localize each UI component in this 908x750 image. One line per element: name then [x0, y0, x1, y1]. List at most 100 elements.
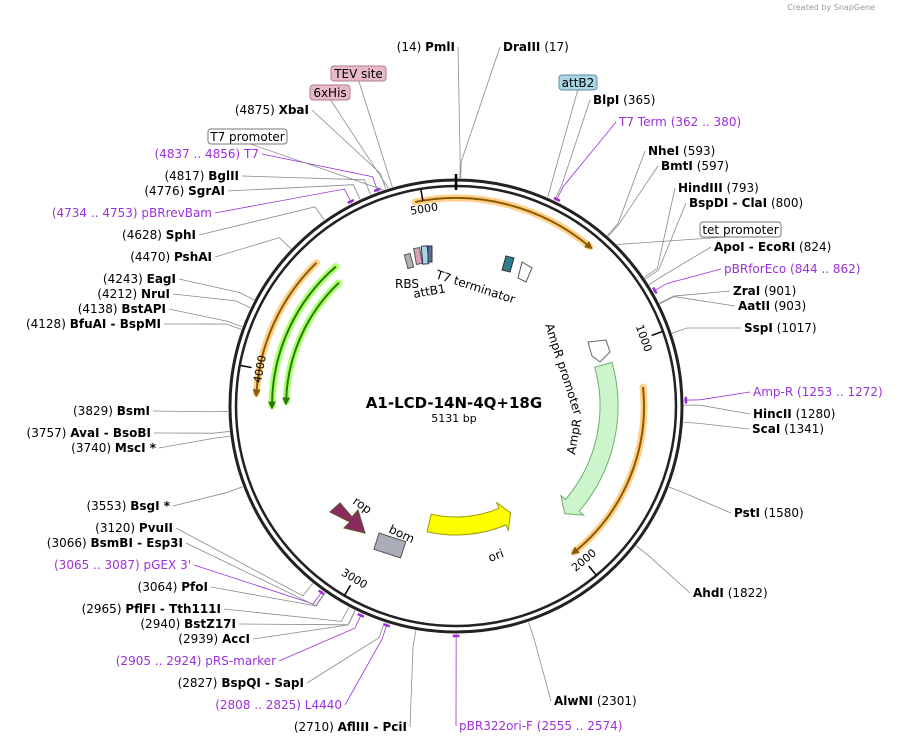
site-label[interactable]: (3829) BsmI: [73, 404, 150, 418]
site-label[interactable]: NheI (593): [648, 144, 715, 158]
feature-box-label: T7 promoter: [209, 130, 285, 144]
leader-line: [643, 187, 676, 278]
leader-line: [163, 323, 242, 330]
leader-line: [645, 202, 687, 280]
leader-line: [158, 435, 231, 449]
ampr-promoter-arrow[interactable]: [587, 339, 611, 363]
tick-label: 5000: [409, 200, 439, 217]
orf-arrow[interactable]: [252, 262, 318, 398]
tick-mark: [420, 188, 424, 201]
site-label[interactable]: (3120) PvuII: [95, 521, 173, 535]
leader-line: [193, 564, 323, 605]
site-label[interactable]: (14) PmlI: [397, 40, 455, 54]
leader-line: [214, 188, 353, 214]
site-label[interactable]: (3740) MscI *: [71, 441, 157, 455]
site-label[interactable]: ScaI (1341): [752, 422, 824, 436]
feature-label: rop: [350, 494, 374, 517]
tick-mark: [588, 565, 598, 576]
site-label[interactable]: (3064) PfoI: [138, 580, 208, 594]
site-label[interactable]: PstI (1580): [734, 506, 804, 520]
leader-line: [683, 404, 751, 415]
site-label[interactable]: pBRforEco (844 .. 862): [724, 262, 860, 276]
site-label[interactable]: (2939) AccI: [178, 632, 250, 646]
site-label[interactable]: (2710) AflIII - PciI: [294, 720, 407, 734]
box-leader: [547, 88, 579, 198]
site-label[interactable]: (4837 .. 4856) T7: [155, 147, 260, 161]
site-labels: (14) PmlI DraIII (17) BlpI (365) T7 Term (3…: [26, 40, 883, 734]
leader-line: [223, 607, 350, 622]
site-label[interactable]: Amp-R (1253 .. 1272): [753, 385, 883, 399]
leader-line: [172, 486, 243, 507]
plasmid-size: 5131 bp: [431, 412, 476, 425]
ori-feature[interactable]: [426, 501, 512, 536]
orf-arrow[interactable]: [571, 386, 645, 555]
leader-line: [659, 290, 731, 304]
site-label[interactable]: (4817) BglII: [164, 169, 239, 183]
leader-line: [528, 622, 552, 702]
attb1-feature[interactable]: [413, 247, 423, 265]
t7-terminator-feature[interactable]: [501, 255, 515, 273]
orf-arrow[interactable]: [415, 197, 593, 250]
site-label[interactable]: AatII (903): [738, 299, 806, 313]
site-label[interactable]: (4243) EagI: [103, 272, 176, 286]
site-label[interactable]: HincII (1280): [753, 407, 835, 421]
feature-box[interactable]: [558, 74, 598, 91]
site-label[interactable]: ZraI (901): [733, 284, 796, 298]
backbone-ring: [228, 174, 684, 634]
site-label[interactable]: ApoI - EcoRI (824): [714, 240, 831, 254]
site-label[interactable]: pBR322ori-F (2555 .. 2574): [459, 719, 622, 733]
rop-feature[interactable]: [329, 502, 366, 534]
site-label[interactable]: (4128) BfuAI - BspMI: [26, 317, 161, 331]
feature-box[interactable]: [207, 128, 288, 145]
tick-label: 4000: [251, 354, 269, 384]
site-label[interactable]: (4875) XbaI: [235, 103, 309, 117]
site-label[interactable]: T7 Term (362 .. 380): [618, 115, 741, 129]
primer-mark: [553, 196, 561, 202]
leader-line: [555, 121, 617, 202]
site-label[interactable]: HindIII (793): [678, 181, 759, 195]
feature-label: AmpR promoter: [542, 322, 585, 417]
site-label[interactable]: (2808 .. 2825) L4440: [215, 698, 342, 712]
site-label[interactable]: SspI (1017): [744, 321, 817, 335]
site-label[interactable]: DraIII (17): [503, 40, 569, 54]
site-label[interactable]: (2827) BspQI - SapI: [178, 676, 304, 690]
feature-arrows: [329, 245, 619, 559]
site-label[interactable]: (4734 .. 4753) pBRrevBam: [52, 206, 212, 220]
feature-box-label: TEV site: [333, 67, 383, 81]
site-label[interactable]: (4470) PshAI: [130, 250, 212, 264]
bom-feature[interactable]: [373, 532, 407, 559]
site-label[interactable]: (4776) SgrAI: [144, 184, 225, 198]
snapgene-credit: Created by SnapGene: [787, 3, 875, 12]
tev-feature[interactable]: [427, 245, 433, 263]
leader-line: [185, 542, 326, 607]
site-label[interactable]: (2905 .. 2924) pRS-marker: [116, 654, 276, 668]
site-label[interactable]: BmtI (597): [661, 159, 729, 173]
rbs-feature[interactable]: [403, 252, 415, 270]
feature-label: T7 terminator: [433, 267, 517, 306]
site-label[interactable]: AlwNI (2301): [554, 694, 637, 708]
site-label[interactable]: (3066) BsmBI - Esp3I: [47, 536, 183, 550]
feature-box[interactable]: [309, 84, 351, 101]
site-label[interactable]: AhdI (1822): [693, 586, 768, 600]
site-label[interactable]: (3553) BsgI *: [86, 499, 170, 513]
feature-box[interactable]: [330, 65, 387, 82]
site-label[interactable]: (2940) BstZ17I: [140, 617, 236, 631]
site-label[interactable]: (4138) BstAPI: [78, 302, 166, 316]
feature-label: AmpR: [564, 418, 584, 456]
t7-terminator-arrow[interactable]: [517, 261, 533, 283]
orf-arrow[interactable]: [282, 282, 340, 406]
orf-arrows: [252, 194, 648, 556]
site-label[interactable]: (4628) SphI: [122, 228, 196, 242]
ampr-feature[interactable]: [560, 361, 619, 516]
site-label[interactable]: (2965) PflFI - Tth111I: [82, 602, 221, 616]
site-label[interactable]: BlpI (365): [593, 93, 655, 107]
leader-line: [261, 153, 379, 192]
site-label[interactable]: (3757) AvaI - BsoBI: [27, 426, 151, 440]
orf-arrow[interactable]: [268, 265, 337, 410]
feature-box[interactable]: [699, 221, 782, 238]
site-label[interactable]: (3065 .. 3087) pGEX 3': [54, 558, 191, 572]
leader-line: [344, 623, 388, 706]
site-label[interactable]: (4212) NruI: [97, 287, 170, 301]
site-label[interactable]: BspDI - ClaI (800): [689, 196, 803, 210]
